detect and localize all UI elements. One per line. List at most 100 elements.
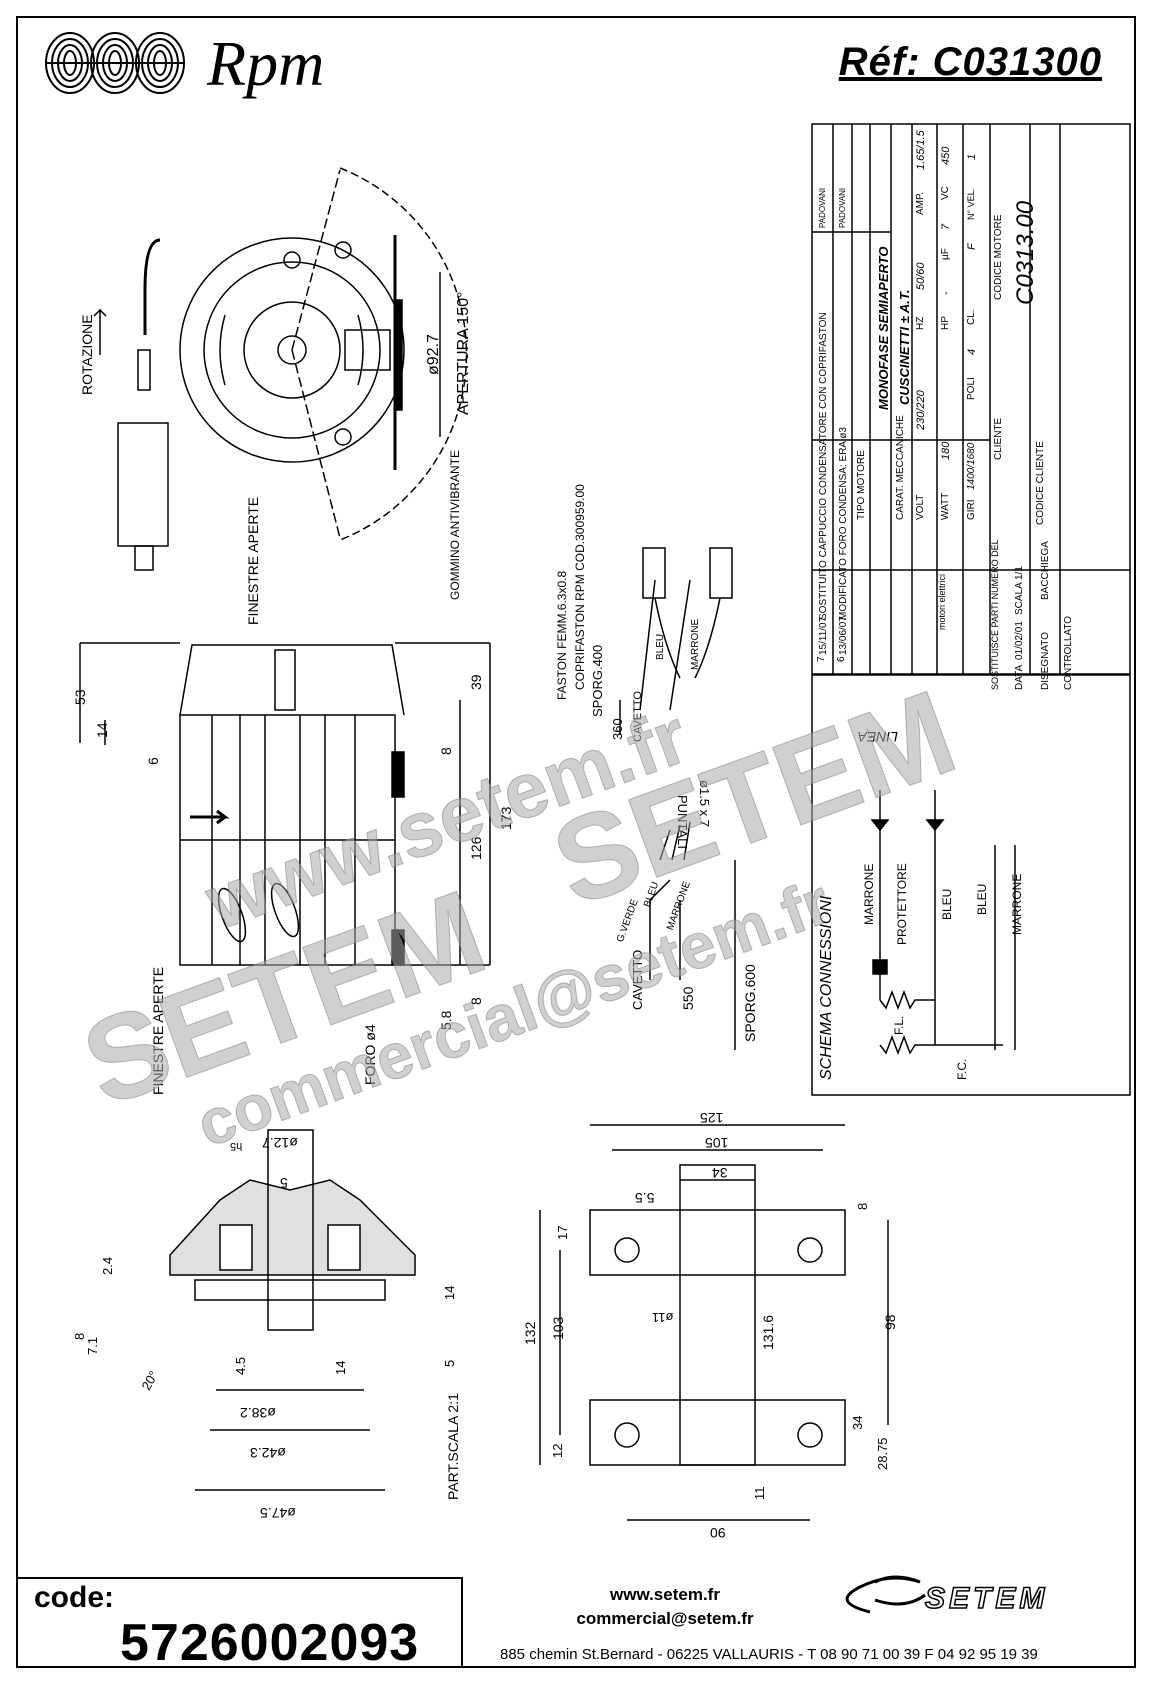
hp-value: -	[940, 291, 952, 295]
dim-5-8: 5.8	[438, 1010, 454, 1030]
codice-motore-value: C0313.00	[1012, 200, 1039, 305]
giri-label: GIRI	[966, 499, 977, 520]
dim-53: 53	[72, 689, 88, 705]
poli-label: POLI	[966, 377, 977, 400]
shaft-dim-47-5: ø47.5	[260, 1505, 296, 1521]
shaft-dim-5-outer: 5	[442, 1359, 457, 1367]
company-subtitle: motori elettrici	[937, 573, 947, 630]
title-block-frame	[811, 123, 1131, 675]
rev-6-date: 13/06/07	[838, 616, 849, 655]
dim-8-bottom: 8	[468, 997, 484, 1005]
bracket-dim-5-5: 5.5	[635, 1190, 655, 1206]
rev-7-designer: PADOVANI	[818, 187, 827, 228]
code-box: code: 5726002093	[16, 1577, 463, 1672]
watt-label: WATT	[940, 492, 951, 520]
volt-value: 230/220	[915, 390, 927, 430]
uf-value: 7	[940, 223, 952, 230]
poli-value: 4	[966, 348, 978, 355]
setem-swirl-logo	[845, 1575, 926, 1614]
length-550: 550	[680, 986, 696, 1010]
bracket-dim-132: 132	[522, 1321, 538, 1345]
giri-value: 1400/1680	[966, 442, 977, 490]
dim-14: 14	[94, 722, 110, 738]
bracket-dim-105: 105	[705, 1135, 729, 1151]
part-scale-label: PART.SCALA 2:1	[445, 1393, 461, 1500]
watt-value: 180	[940, 441, 952, 460]
bracket-dim-28-75: 28.75	[875, 1437, 890, 1470]
schema-marrone-2: MARRONE	[1010, 873, 1024, 935]
schema-bleu-1: BLEU	[940, 888, 954, 920]
footer-website[interactable]: www.setem.fr	[610, 1585, 720, 1604]
dim-173: 173	[498, 806, 514, 830]
bracket-dim-131-6: 131.6	[760, 1314, 776, 1350]
sporg-600-label: SPORG.600	[742, 964, 758, 1042]
sostituisce-label: SOSTITUISCE PARTI NUMERO DEL	[990, 539, 1000, 690]
disegnato-label: DISEGNATO	[1040, 632, 1051, 690]
bracket-dim-12: 12	[550, 1443, 565, 1458]
cl-label: CL.	[966, 309, 977, 325]
puntali-label: PUNTALI	[675, 795, 690, 849]
bracket-dim-98: 98	[882, 1314, 898, 1330]
vc-value: 450	[940, 146, 952, 165]
bracket-dim-hole-11: ø11	[652, 1310, 674, 1325]
shaft-dim-5: 5	[280, 1175, 288, 1191]
sporg-400-label: SPORG.400	[590, 644, 605, 717]
hp-label: HP	[940, 316, 951, 330]
amp-value: 1.65/1.5	[915, 130, 927, 170]
bracket-dim-34-bottom: 34	[850, 1415, 865, 1430]
dim-126: 126	[468, 836, 484, 860]
rev-7-date: 15/11/07	[818, 616, 829, 655]
uf-label: µF	[940, 248, 951, 260]
length-360: 360	[610, 718, 625, 740]
bracket-dim-11: 11	[752, 1486, 767, 1501]
rev-7-description: SOSTITUITO CAPPUCCIO CONDENSATORE CON CO…	[818, 312, 829, 620]
carat-meccaniche-label: CARAT. MECCANICHE	[895, 415, 906, 520]
rpm-coil-logo	[45, 32, 185, 94]
brand-logo-text: Rpm	[207, 28, 325, 99]
coprifaston-note: COPRIFASTON RPM COD.300959.00	[573, 484, 587, 690]
tipo-motore-label: TIPO MOTORE	[856, 450, 867, 520]
shaft-dim-12-7: ø12.7	[262, 1135, 298, 1151]
code-label: code:	[34, 1581, 115, 1614]
drawing-sheet-border	[16, 16, 1136, 1668]
hole-label: FORO ø4	[362, 1024, 378, 1085]
open-windows-label-top: FINESTRE APERTE	[245, 496, 261, 625]
dim-39: 39	[468, 674, 484, 690]
shaft-dim-7-1: 7.1	[85, 1336, 100, 1355]
wire-color-bleu-top: BLEU	[655, 633, 666, 660]
amp-label: AMP.	[915, 191, 926, 215]
code-value: 5726002093	[120, 1614, 420, 1672]
vibration-damper-label: GOMMINO ANTIVIBRANTE	[448, 449, 462, 600]
open-windows-label-bottom: FINESTRE APERTE	[150, 966, 166, 1095]
setem-logo-text: SETEM	[924, 1581, 1049, 1616]
dim-6: 6	[145, 757, 161, 765]
bracket-dim-17: 17	[555, 1225, 570, 1240]
schema-bleu-2: BLEU	[975, 883, 989, 915]
wire-harness-drawings	[619, 547, 736, 1050]
motor-side-view	[79, 642, 491, 966]
schema-fl-label: F.L.	[892, 1015, 906, 1035]
bracket-dim-34-top: 34	[712, 1165, 728, 1181]
shaft-dim-38-2: ø38.2	[240, 1405, 276, 1421]
bracket-dim-90: 90	[710, 1525, 726, 1541]
aperture-angle-label: APERTURA 150°	[455, 291, 472, 416]
footer-email[interactable]: commercial@setem.fr	[576, 1609, 754, 1628]
shaft-dim-h5: h5	[230, 1140, 243, 1152]
scala-label: SCALA	[1014, 582, 1025, 615]
schema-protettore: PROTETTORE	[895, 863, 909, 945]
rev-6-description: MODIFICATO FORO CONDENSA: ERA ø3	[838, 427, 849, 620]
footer-address: 885 chemin St.Bernard - 06225 VALLAURIS …	[500, 1646, 1038, 1663]
n-vel-label: N° VEL.	[966, 187, 976, 220]
cl-value: F	[966, 243, 978, 250]
rev-6-number: 6	[836, 656, 847, 662]
rev-7-number: 7	[816, 656, 827, 662]
codice-motore-label: CODICE MOTORE	[993, 214, 1004, 300]
rotation-label: ROTAZIONE	[79, 314, 95, 395]
cliente-label: CLIENTE	[993, 417, 1004, 460]
bracket-dim-8: 8	[855, 1202, 870, 1210]
rev-6-designer: PADOVANI	[838, 187, 847, 228]
shaft-dim-2-4: 2.4	[100, 1256, 115, 1275]
shaft-dim-42-3: ø42.3	[250, 1445, 286, 1461]
n-vel-value: 1	[966, 153, 978, 160]
